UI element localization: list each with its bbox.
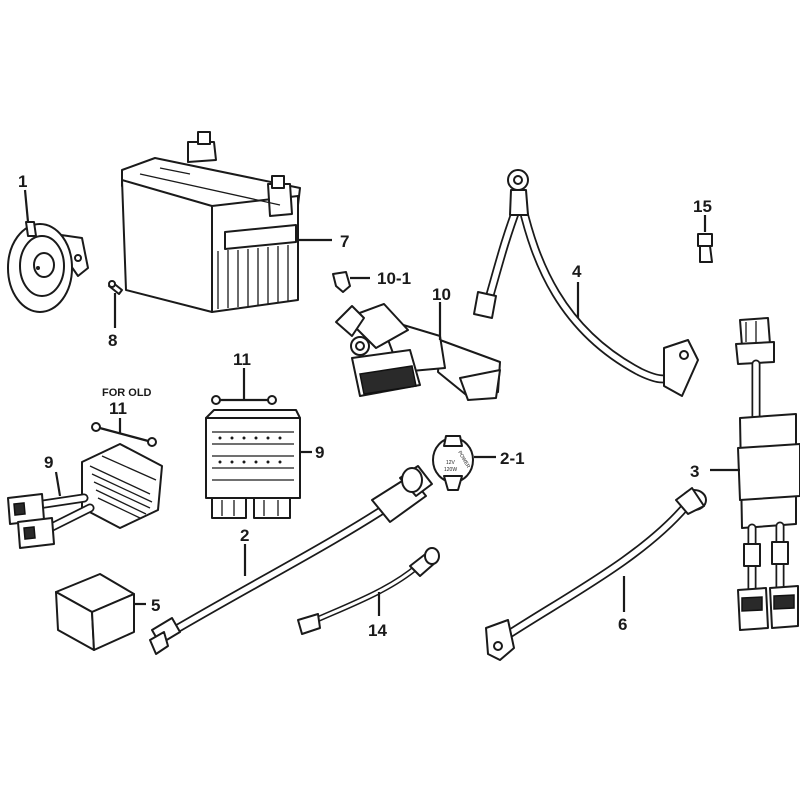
bolt xyxy=(108,280,123,295)
relay-clip xyxy=(332,271,351,293)
regulator-old xyxy=(7,443,163,549)
callout-power-socket: 2-1 xyxy=(500,449,525,468)
callout-bolt: 8 xyxy=(108,331,117,350)
socket-label-line2: 12V xyxy=(446,460,456,466)
callout-fuse: 15 xyxy=(693,197,712,216)
callout-battery-cable-positive: 4 xyxy=(572,262,582,281)
lead-wire xyxy=(297,547,440,635)
battery-cable-positive xyxy=(473,169,699,397)
callout-regulator-old-screws: 11 xyxy=(109,399,127,418)
socket-label-line3: 120W xyxy=(444,467,457,473)
callout-battery: 7 xyxy=(340,232,349,251)
battery-cable-negative xyxy=(485,487,707,661)
callout-regulator-old: 9 xyxy=(44,453,53,472)
flasher-relay xyxy=(55,573,135,651)
regulator-rectifier xyxy=(205,409,301,519)
callout-flasher-relay: 5 xyxy=(151,596,160,615)
power-socket: POWER 12V 120W xyxy=(432,435,474,491)
callout-regulator-new: 9 xyxy=(315,443,324,462)
regulator-old-screws xyxy=(91,422,157,447)
callout-socket-harness: 2 xyxy=(240,526,249,545)
callout-horn: 1 xyxy=(18,172,27,191)
callout-lead-wire: 14 xyxy=(368,621,387,640)
horn xyxy=(7,221,89,313)
wire-harness-sub xyxy=(735,317,800,631)
socket-harness xyxy=(149,465,433,655)
starter-relay xyxy=(335,303,501,401)
note-for-old: FOR OLD xyxy=(102,387,152,399)
callout-relay-clip: 10-1 xyxy=(377,269,411,288)
callout-battery-cable-negative: 6 xyxy=(618,615,627,634)
callout-regulator-screws: 11 xyxy=(233,350,251,369)
battery xyxy=(121,131,301,313)
fuse xyxy=(697,233,713,263)
callout-starter-relay: 10 xyxy=(432,285,451,304)
callout-wire-harness-sub: 3 xyxy=(690,462,699,481)
